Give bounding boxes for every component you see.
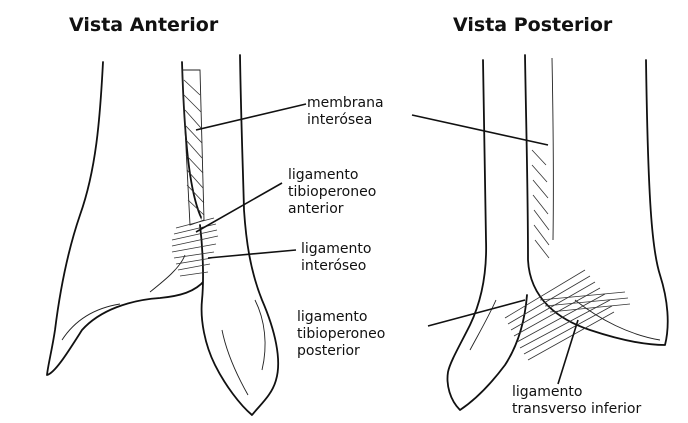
anterior-view-drawing xyxy=(47,55,278,415)
label-ligamento-tibioperoneo-anterior: ligamento tibioperoneo anterior xyxy=(288,167,376,218)
label-ligamento-transverso-inferior: ligamento transverso inferior xyxy=(512,384,641,418)
label-ligamento-tibioperoneo-posterior: ligamento tibioperoneo posterior xyxy=(297,309,385,360)
title-anterior: Vista Anterior xyxy=(69,14,218,36)
posterior-fibula xyxy=(448,60,528,410)
label-membrana-interosea: membrana interósea xyxy=(307,95,384,129)
posterior-view-drawing xyxy=(448,55,668,410)
title-posterior: Vista Posterior xyxy=(453,14,612,36)
leader-membrana-anterior xyxy=(196,104,306,130)
label-ligamento-interoseo: ligamento interóseo xyxy=(301,241,371,275)
anterior-fibula xyxy=(200,55,278,415)
